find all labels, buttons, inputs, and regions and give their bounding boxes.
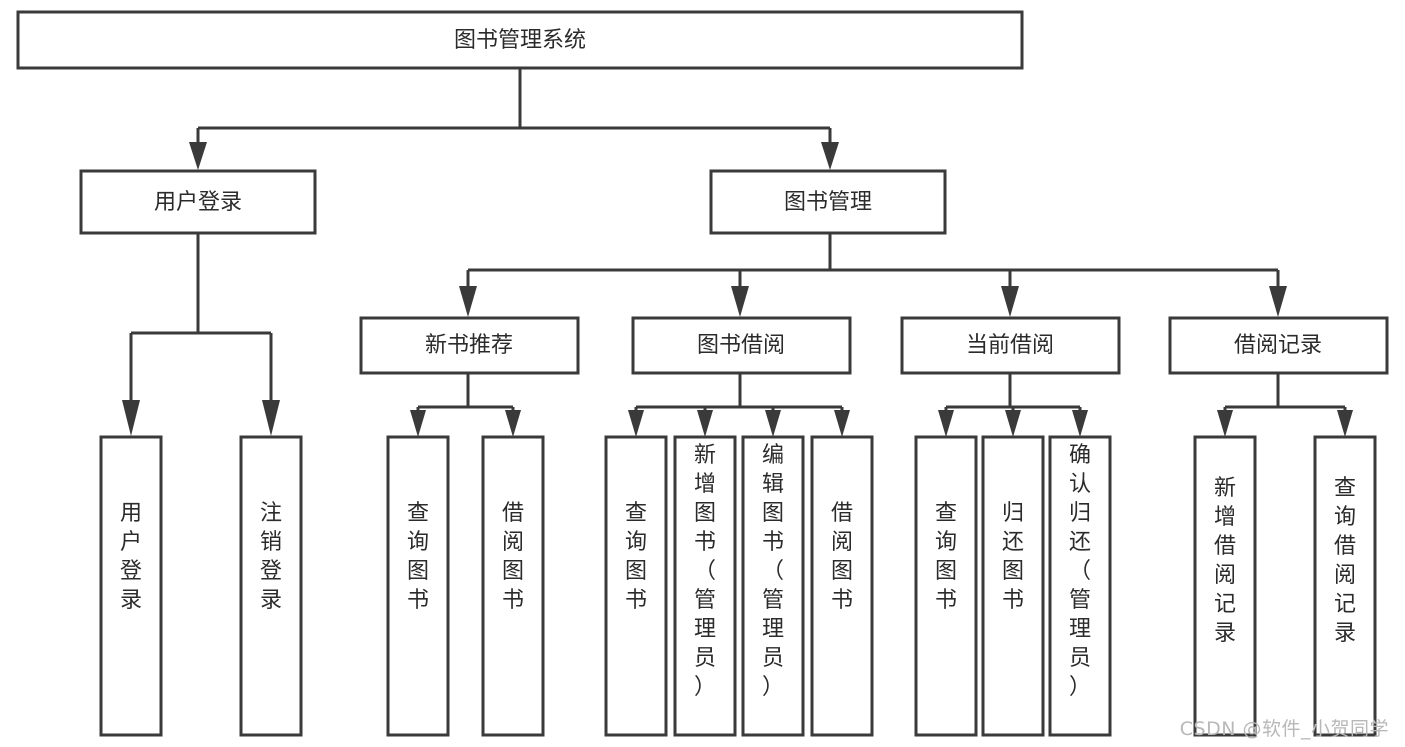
- node-leaf-borrow-book-2-label: 借阅图书: [831, 501, 853, 613]
- node-borrow-record-label: 借阅记录: [1234, 333, 1322, 358]
- node-leaf-query-borrow-record[interactable]: 查询借阅记录: [1313, 435, 1377, 737]
- arrow-book-borrow-leaf-2: [697, 410, 713, 437]
- node-leaf-query-book-1-box[interactable]: [386, 435, 450, 737]
- node-leaf-add-borrow-record-label: 新增借阅记录: [1214, 476, 1236, 646]
- arrow-book-manage-to-new-book: [459, 286, 477, 317]
- arrow-new-book-leaf-1: [410, 410, 426, 437]
- node-root[interactable]: 图书管理系统: [16, 10, 1024, 70]
- node-book-borrow-box[interactable]: [631, 316, 852, 375]
- node-book-manage[interactable]: 图书管理: [709, 169, 947, 235]
- node-leaf-query-book-1-label: 查询图书: [407, 501, 429, 613]
- node-new-book-recommend[interactable]: 新书推荐: [359, 316, 580, 375]
- arrow-root-to-book-manage: [821, 142, 839, 170]
- node-leaf-user-login[interactable]: 用户登录: [99, 435, 163, 737]
- node-current-borrow-box[interactable]: [900, 316, 1121, 375]
- node-leaf-query-book-2[interactable]: 查询图书: [604, 435, 668, 737]
- node-leaf-add-book-admin[interactable]: 新增图书（管理员）: [673, 435, 737, 737]
- node-leaf-add-borrow-record-box[interactable]: [1193, 435, 1257, 737]
- node-leaf-query-book-2-box[interactable]: [604, 435, 668, 737]
- arrow-book-borrow-leaf-4: [834, 410, 850, 437]
- node-leaf-query-book-3[interactable]: 查询图书: [914, 435, 978, 737]
- node-leaf-edit-book-admin-box[interactable]: [741, 435, 805, 737]
- arrow-borrow-record-leaf-1: [1217, 410, 1233, 437]
- node-borrow-record-box[interactable]: [1168, 316, 1389, 375]
- node-leaf-edit-book-admin[interactable]: 编辑图书（管理员）: [741, 435, 805, 737]
- node-leaf-return-book-box[interactable]: [981, 435, 1045, 737]
- node-leaf-user-logout-label: 注销登录: [260, 501, 282, 613]
- node-user-login[interactable]: 用户登录: [79, 169, 317, 235]
- node-leaf-user-login-box[interactable]: [99, 435, 163, 737]
- node-leaf-query-borrow-record-label: 查询借阅记录: [1334, 476, 1356, 646]
- arrow-book-manage-to-current-borrow: [1001, 286, 1019, 317]
- node-current-borrow[interactable]: 当前借阅: [900, 316, 1121, 375]
- node-leaf-add-book-admin-box[interactable]: [673, 435, 737, 737]
- node-leaf-borrow-book-2[interactable]: 借阅图书: [810, 435, 874, 737]
- arrow-book-borrow-leaf-1: [628, 410, 644, 437]
- node-leaf-confirm-return-admin[interactable]: 确认归还（管理员）: [1048, 435, 1112, 737]
- arrow-book-borrow-leaf-3: [765, 410, 781, 437]
- node-borrow-record[interactable]: 借阅记录: [1168, 316, 1389, 375]
- arrow-book-manage-to-book-borrow: [731, 286, 749, 317]
- node-leaf-borrow-book-1-label: 借阅图书: [502, 501, 524, 613]
- node-leaf-edit-book-admin-label: 编辑图书（管理员）: [762, 443, 784, 700]
- node-new-book-recommend-label: 新书推荐: [425, 333, 513, 358]
- arrow-borrow-record-leaf-2: [1337, 410, 1353, 437]
- node-book-manage-box[interactable]: [709, 169, 947, 235]
- edge-layer: [122, 68, 1353, 437]
- arrow-user-login-leaf-1: [122, 400, 140, 436]
- arrow-current-borrow-leaf-1: [938, 410, 954, 437]
- node-root-label: 图书管理系统: [454, 28, 586, 53]
- node-book-manage-label: 图书管理: [784, 190, 872, 215]
- node-leaf-confirm-return-admin-box[interactable]: [1048, 435, 1112, 737]
- node-leaf-user-logout[interactable]: 注销登录: [239, 435, 303, 737]
- arrow-current-borrow-leaf-2: [1005, 410, 1021, 437]
- arrow-book-manage-to-borrow-record: [1269, 286, 1287, 317]
- node-leaf-query-book-1[interactable]: 查询图书: [386, 435, 450, 737]
- node-current-borrow-label: 当前借阅: [966, 333, 1054, 358]
- node-leaf-query-book-3-box[interactable]: [914, 435, 978, 737]
- node-leaf-user-logout-box[interactable]: [239, 435, 303, 737]
- node-book-borrow-label: 图书借阅: [697, 333, 785, 358]
- node-leaf-return-book-label: 归还图书: [1002, 501, 1024, 613]
- arrow-current-borrow-leaf-3: [1072, 410, 1088, 437]
- node-leaf-return-book[interactable]: 归还图书: [981, 435, 1045, 737]
- arrow-root-to-user-login: [189, 142, 207, 170]
- node-leaf-add-book-admin-label: 新增图书（管理员）: [694, 443, 716, 700]
- node-root-box[interactable]: [16, 10, 1024, 70]
- node-leaf-query-book-3-label: 查询图书: [935, 501, 957, 613]
- node-leaf-borrow-book-1-box[interactable]: [481, 435, 545, 737]
- node-leaf-query-book-2-label: 查询图书: [625, 501, 647, 613]
- node-leaf-confirm-return-admin-label: 确认归还（管理员）: [1069, 443, 1091, 700]
- node-leaf-query-borrow-record-box[interactable]: [1313, 435, 1377, 737]
- node-leaf-borrow-book-2-box[interactable]: [810, 435, 874, 737]
- arrow-new-book-leaf-2: [505, 410, 521, 437]
- node-book-borrow[interactable]: 图书借阅: [631, 316, 852, 375]
- arrow-user-login-leaf-2: [262, 400, 280, 436]
- node-leaf-borrow-book-1[interactable]: 借阅图书: [481, 435, 545, 737]
- node-user-login-box[interactable]: [79, 169, 317, 235]
- node-user-login-label: 用户登录: [154, 190, 242, 215]
- node-new-book-recommend-box[interactable]: [359, 316, 580, 375]
- node-leaf-user-login-label: 用户登录: [120, 501, 142, 613]
- node-leaf-add-borrow-record[interactable]: 新增借阅记录: [1193, 435, 1257, 737]
